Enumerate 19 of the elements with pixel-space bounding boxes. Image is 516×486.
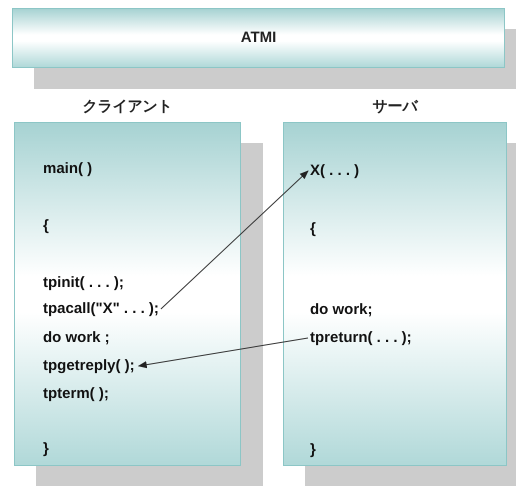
header-bar bbox=[12, 8, 505, 68]
code-line: } bbox=[310, 441, 316, 459]
code-line: { bbox=[43, 217, 49, 235]
code-line: tpacall("X" . . . ); bbox=[43, 300, 159, 318]
code-line: tpinit( . . . ); bbox=[43, 274, 124, 292]
code-line: tpreturn( . . . ); bbox=[310, 329, 412, 347]
code-line: } bbox=[43, 440, 49, 458]
panel-heading: サーバ bbox=[372, 97, 420, 116]
code-line: { bbox=[310, 220, 316, 238]
code-line: tpterm( ); bbox=[43, 385, 109, 403]
panel-heading: クライアント bbox=[82, 97, 174, 116]
code-line: tpgetreply( ); bbox=[43, 357, 135, 375]
code-line: main( ) bbox=[43, 160, 92, 178]
arrow bbox=[160, 170, 309, 310]
code-line: X( . . . ) bbox=[310, 162, 360, 180]
code-line: do work ; bbox=[43, 329, 110, 347]
code-line: do work; bbox=[310, 301, 372, 319]
arrow bbox=[138, 338, 308, 368]
header-title: ATMI bbox=[240, 29, 278, 46]
